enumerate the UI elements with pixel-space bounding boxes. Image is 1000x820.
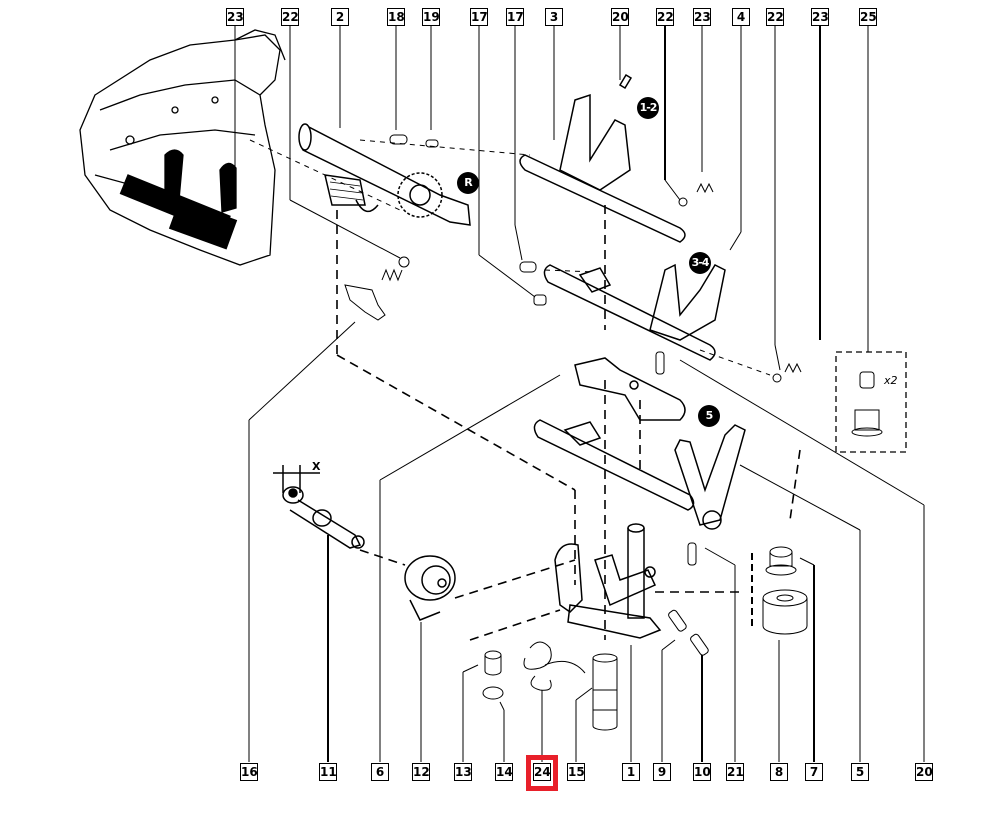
circlip-14 [482,686,504,700]
detent-ball-1-2 [678,197,688,207]
gearbox-housing-illustration [79,29,286,266]
callout-22[interactable]: 22 [766,8,784,26]
fork-5-illustration [533,419,746,530]
part-17-plunger-b [533,294,547,306]
pin-9 [668,609,687,632]
callout-12[interactable]: 12 [412,763,430,781]
gear-3-4-badge: 3-4 [689,252,711,274]
roll-pin-21 [687,542,697,566]
callout-1[interactable]: 1 [622,763,640,781]
callout-9[interactable]: 9 [653,763,671,781]
callout-15[interactable]: 15 [567,763,585,781]
callout-22[interactable]: 22 [656,8,674,26]
callout-7[interactable]: 7 [805,763,823,781]
selector-lever-11-illustration [273,465,365,549]
callout-2[interactable]: 2 [331,8,349,26]
callout-23[interactable]: 23 [226,8,244,26]
gear-1-2-badge: 1-2 [637,97,659,119]
callout-21[interactable]: 21 [726,763,744,781]
callout-13[interactable]: 13 [454,763,472,781]
callout-22[interactable]: 22 [281,8,299,26]
part-18-pin [389,134,408,145]
callout-23[interactable]: 23 [693,8,711,26]
callout-20[interactable]: 20 [915,763,933,781]
pin-10 [690,633,709,656]
callout-20[interactable]: 20 [611,8,629,26]
callout-18[interactable]: 18 [387,8,405,26]
callout-24[interactable]: 24 [533,763,551,781]
threaded-bush-13 [484,650,502,676]
guide-sleeve-15 [592,653,618,731]
selector-shaft-1-illustration [554,523,662,639]
callout-17[interactable]: 17 [506,8,524,26]
kit-quantity-label: x2 [884,374,898,387]
callout-8[interactable]: 8 [770,763,788,781]
detent-spring-3-4 [784,362,802,374]
callout-5[interactable]: 5 [851,763,869,781]
assembly-dashed-lines [336,205,801,641]
detent-spring-1-2 [696,182,714,194]
fork-3-4-illustration [543,263,726,361]
kit-25-box [835,351,907,453]
reverse-gear-badge: R [457,172,479,194]
reverse-lock-block-illustration [574,357,686,421]
roll-pin-20 [655,351,665,375]
interlock-plate [344,284,386,321]
reverse-shift-shaft-illustration [298,123,471,226]
gear-5-badge: 5 [698,405,720,427]
spring-clip-24 [523,641,586,691]
callout-14[interactable]: 14 [495,763,513,781]
callout-23[interactable]: 23 [811,8,829,26]
bush-8-illustration [762,589,808,635]
fork-1-2-illustration [519,73,686,243]
callout-17[interactable]: 17 [470,8,488,26]
callout-3[interactable]: 3 [545,8,563,26]
detent-ball-left [398,256,410,268]
selector-housing-12-illustration [404,555,456,621]
callout-11[interactable]: 11 [319,763,337,781]
bottom-leader-lines [248,321,925,762]
callout-4[interactable]: 4 [732,8,750,26]
detent-spring-left [381,268,403,282]
detent-ball-3-4 [772,373,782,383]
part-17-plunger [519,261,537,273]
dimension-x-label: X [312,460,321,473]
part-19-pin [425,139,439,148]
callout-10[interactable]: 10 [693,763,711,781]
callout-25[interactable]: 25 [859,8,877,26]
callout-16[interactable]: 16 [240,763,258,781]
callout-6[interactable]: 6 [371,763,389,781]
bush-7-illustration [765,546,797,576]
callout-19[interactable]: 19 [422,8,440,26]
top-leader-lines [234,25,869,371]
